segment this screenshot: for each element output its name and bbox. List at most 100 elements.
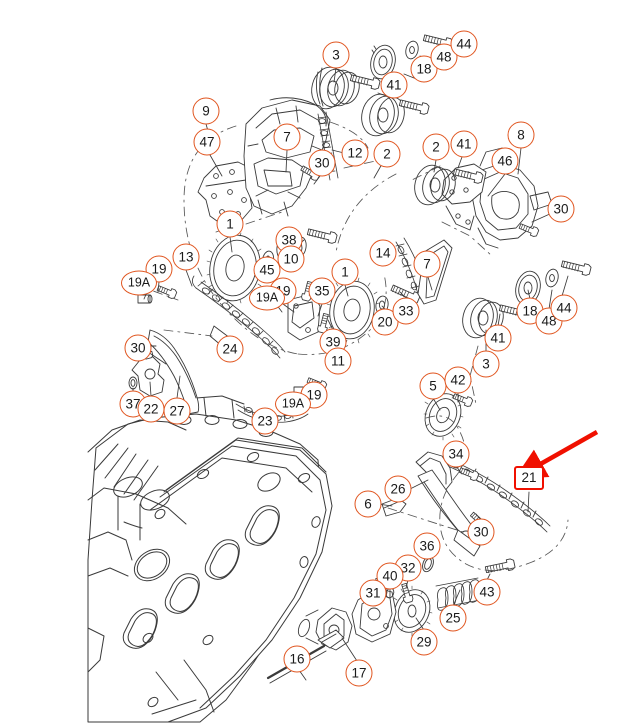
- part-callout-2[interactable]: 2: [373, 140, 401, 168]
- part-callout-label: 48: [436, 49, 452, 65]
- part-callout-1[interactable]: 1: [331, 258, 359, 286]
- part-callout-label: 31: [365, 585, 381, 601]
- part-callout-label: 19: [306, 387, 322, 403]
- part-callout-label: 44: [556, 300, 572, 316]
- part-callout-label: 35: [314, 283, 330, 299]
- part-callout-label: 19A: [255, 290, 279, 305]
- part-callout-30[interactable]: 30: [547, 195, 575, 223]
- part-callout-label: 19A: [127, 275, 151, 290]
- part-callout-label: 3: [482, 356, 490, 372]
- part-callout-8[interactable]: 8: [507, 121, 535, 149]
- part-callout-label: 46: [497, 153, 513, 169]
- part-callout-label: 36: [419, 538, 435, 554]
- part-callout-23[interactable]: 23: [251, 407, 279, 435]
- part-callout-label: 30: [314, 155, 330, 171]
- part-callout-label: 38: [281, 232, 297, 248]
- part-callout-5[interactable]: 5: [419, 372, 447, 400]
- part-callout-label: 41: [456, 136, 472, 152]
- part-callout-13[interactable]: 13: [172, 243, 200, 271]
- part-callout-label: 20: [377, 314, 393, 330]
- part-callout-6[interactable]: 6: [354, 490, 382, 518]
- part-callout-label: 19A: [281, 396, 305, 411]
- part-callout-29[interactable]: 29: [410, 628, 438, 656]
- part-callout-1[interactable]: 1: [216, 210, 244, 238]
- part-callout-16[interactable]: 16: [283, 645, 311, 673]
- part-callout-17[interactable]: 17: [345, 659, 373, 687]
- part-callout-label: 23: [257, 413, 273, 429]
- part-callout-label: 1: [226, 216, 234, 232]
- part-callout-label: 32: [400, 560, 416, 576]
- part-callout-3[interactable]: 3: [322, 41, 350, 69]
- part-callout-10[interactable]: 10: [277, 245, 305, 273]
- part-callout-25[interactable]: 25: [439, 604, 467, 632]
- part-callout-46[interactable]: 46: [491, 147, 519, 175]
- part-callout-label: 16: [289, 651, 305, 667]
- part-callout-14[interactable]: 14: [369, 239, 397, 267]
- part-callout-44[interactable]: 44: [450, 30, 478, 58]
- part-callout-label: 5: [429, 378, 437, 394]
- part-callout-label: 11: [330, 353, 345, 369]
- part-callout-11[interactable]: 11: [324, 347, 352, 375]
- part-callout-41[interactable]: 41: [450, 130, 478, 158]
- part-callout-label: 29: [416, 634, 432, 650]
- part-callout-label: 40: [382, 568, 398, 584]
- part-callout-7[interactable]: 7: [413, 250, 441, 278]
- part-callout-label: 2: [432, 139, 440, 155]
- part-callout-label: 8: [517, 127, 525, 143]
- part-callout-label: 45: [259, 262, 275, 278]
- part-callout-41[interactable]: 41: [484, 324, 512, 352]
- part-callout-label: 30: [553, 201, 569, 217]
- part-callout-label: 48: [541, 313, 557, 329]
- part-callout-label: 41: [490, 330, 506, 346]
- part-callout-2[interactable]: 2: [422, 133, 450, 161]
- part-callout-label: 47: [199, 134, 215, 150]
- part-callout-3[interactable]: 3: [472, 350, 500, 378]
- part-callout-label: 26: [390, 481, 406, 497]
- part-callout-31[interactable]: 31: [359, 579, 387, 607]
- part-callout-19A[interactable]: 19A: [249, 285, 285, 311]
- part-callout-43[interactable]: 43: [473, 578, 501, 606]
- part-callout-7[interactable]: 7: [273, 123, 301, 151]
- part-callout-label: 9: [202, 103, 210, 119]
- part-callout-30[interactable]: 30: [124, 334, 152, 362]
- part-callout-36[interactable]: 36: [413, 532, 441, 560]
- part-callout-41[interactable]: 41: [380, 71, 408, 99]
- part-callout-21[interactable]: 21: [514, 466, 544, 490]
- part-callout-label: 41: [386, 77, 402, 93]
- part-callout-label: 30: [473, 524, 489, 540]
- part-callout-label: 21: [521, 470, 537, 486]
- part-callout-19A[interactable]: 19A: [275, 391, 311, 417]
- part-callout-47[interactable]: 47: [193, 128, 221, 156]
- part-callout-label: 33: [398, 303, 414, 319]
- part-callout-label: 39: [325, 334, 341, 350]
- part-callout-30[interactable]: 30: [467, 518, 495, 546]
- part-callout-label: 27: [169, 403, 185, 419]
- part-callout-label: 6: [364, 496, 372, 512]
- part-callout-30[interactable]: 30: [308, 149, 336, 177]
- part-callout-label: 2: [383, 146, 391, 162]
- part-callout-34[interactable]: 34: [442, 440, 470, 468]
- part-callout-label: 14: [375, 245, 391, 261]
- part-callout-label: 44: [456, 36, 472, 52]
- part-callout-9[interactable]: 9: [192, 97, 220, 125]
- part-callout-33[interactable]: 33: [392, 297, 420, 325]
- part-callout-19A[interactable]: 19A: [121, 270, 157, 296]
- part-callout-label: 42: [450, 372, 466, 388]
- part-callout-label: 19: [151, 261, 167, 277]
- part-callout-label: 7: [423, 256, 431, 272]
- part-callout-label: 7: [283, 129, 291, 145]
- part-callout-24[interactable]: 24: [216, 335, 244, 363]
- part-callout-12[interactable]: 12: [341, 139, 369, 167]
- part-callout-label: 18: [522, 303, 538, 319]
- part-callout-22[interactable]: 22: [137, 395, 165, 423]
- part-callout-label: 43: [479, 584, 495, 600]
- part-callout-label: 30: [130, 340, 146, 356]
- part-callout-label: 25: [445, 610, 461, 626]
- part-callout-26[interactable]: 26: [384, 475, 412, 503]
- part-callout-label: 17: [351, 665, 367, 681]
- part-callout-35[interactable]: 35: [308, 277, 336, 305]
- part-callout-label: 3: [332, 47, 340, 63]
- part-callout-44[interactable]: 44: [550, 294, 578, 322]
- part-callout-27[interactable]: 27: [163, 397, 191, 425]
- part-callout-42[interactable]: 42: [444, 366, 472, 394]
